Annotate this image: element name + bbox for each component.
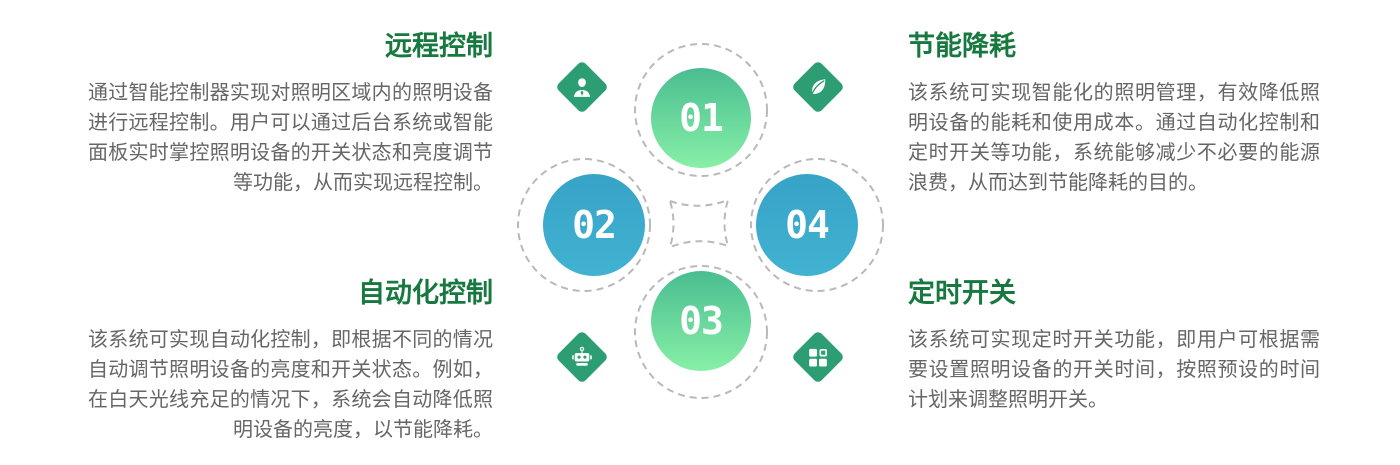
section-title: 定时开关 [908, 278, 1016, 308]
leaf-icon [810, 78, 826, 96]
diamond-robot [555, 330, 609, 384]
section-title: 自动化控制 [358, 278, 493, 308]
section-body: 该系统可实现定时开关功能，即用户可根据需要设置照明设备的开关时间，按照预设的时间… [908, 329, 1320, 411]
diamond-businessman [555, 60, 609, 114]
section-automation-control: 自动化控制 该系统可实现自动化控制，即根据不同的情况自动调节照明设备的亮度和开关… [88, 277, 493, 445]
circle-number: 01 [679, 96, 724, 140]
section-energy-saving: 节能降耗 该系统可实现智能化的照明管理，有效降低照明设备的能耗和使用成本。通过自… [908, 30, 1320, 198]
businessman-icon [573, 77, 591, 97]
circle-04: 04 [756, 174, 858, 276]
section-remote-control: 远程控制 通过智能控制器实现对照明区域内的照明设备进行远程控制。用户可以通过后台… [88, 30, 493, 198]
section-title: 远程控制 [385, 31, 493, 61]
section-title: 节能降耗 [908, 31, 1016, 61]
circle-number: 03 [679, 299, 724, 343]
blocks-icon [809, 348, 827, 366]
section-timed-switch: 定时开关 该系统可实现定时开关功能，即用户可根据需要设置照明设备的开关时间，按照… [908, 277, 1320, 415]
circle-number: 04 [785, 203, 830, 247]
section-body: 该系统可实现自动化控制，即根据不同的情况自动调节照明设备的亮度和开关状态。例如，… [88, 329, 493, 441]
diamond-blocks [791, 330, 845, 384]
section-body: 该系统可实现智能化的照明管理，有效降低照明设备的能耗和使用成本。通过自动化控制和… [908, 82, 1320, 194]
section-body: 通过智能控制器实现对照明区域内的照明设备进行远程控制。用户可以通过后台系统或智能… [88, 82, 493, 194]
circle-01: 01 [651, 68, 751, 168]
circle-02: 02 [543, 174, 645, 276]
circle-03: 03 [651, 271, 751, 371]
robot-icon [572, 346, 592, 366]
center-square-shape [668, 198, 730, 249]
diamond-leaf [791, 60, 845, 114]
circle-number: 02 [572, 203, 617, 247]
